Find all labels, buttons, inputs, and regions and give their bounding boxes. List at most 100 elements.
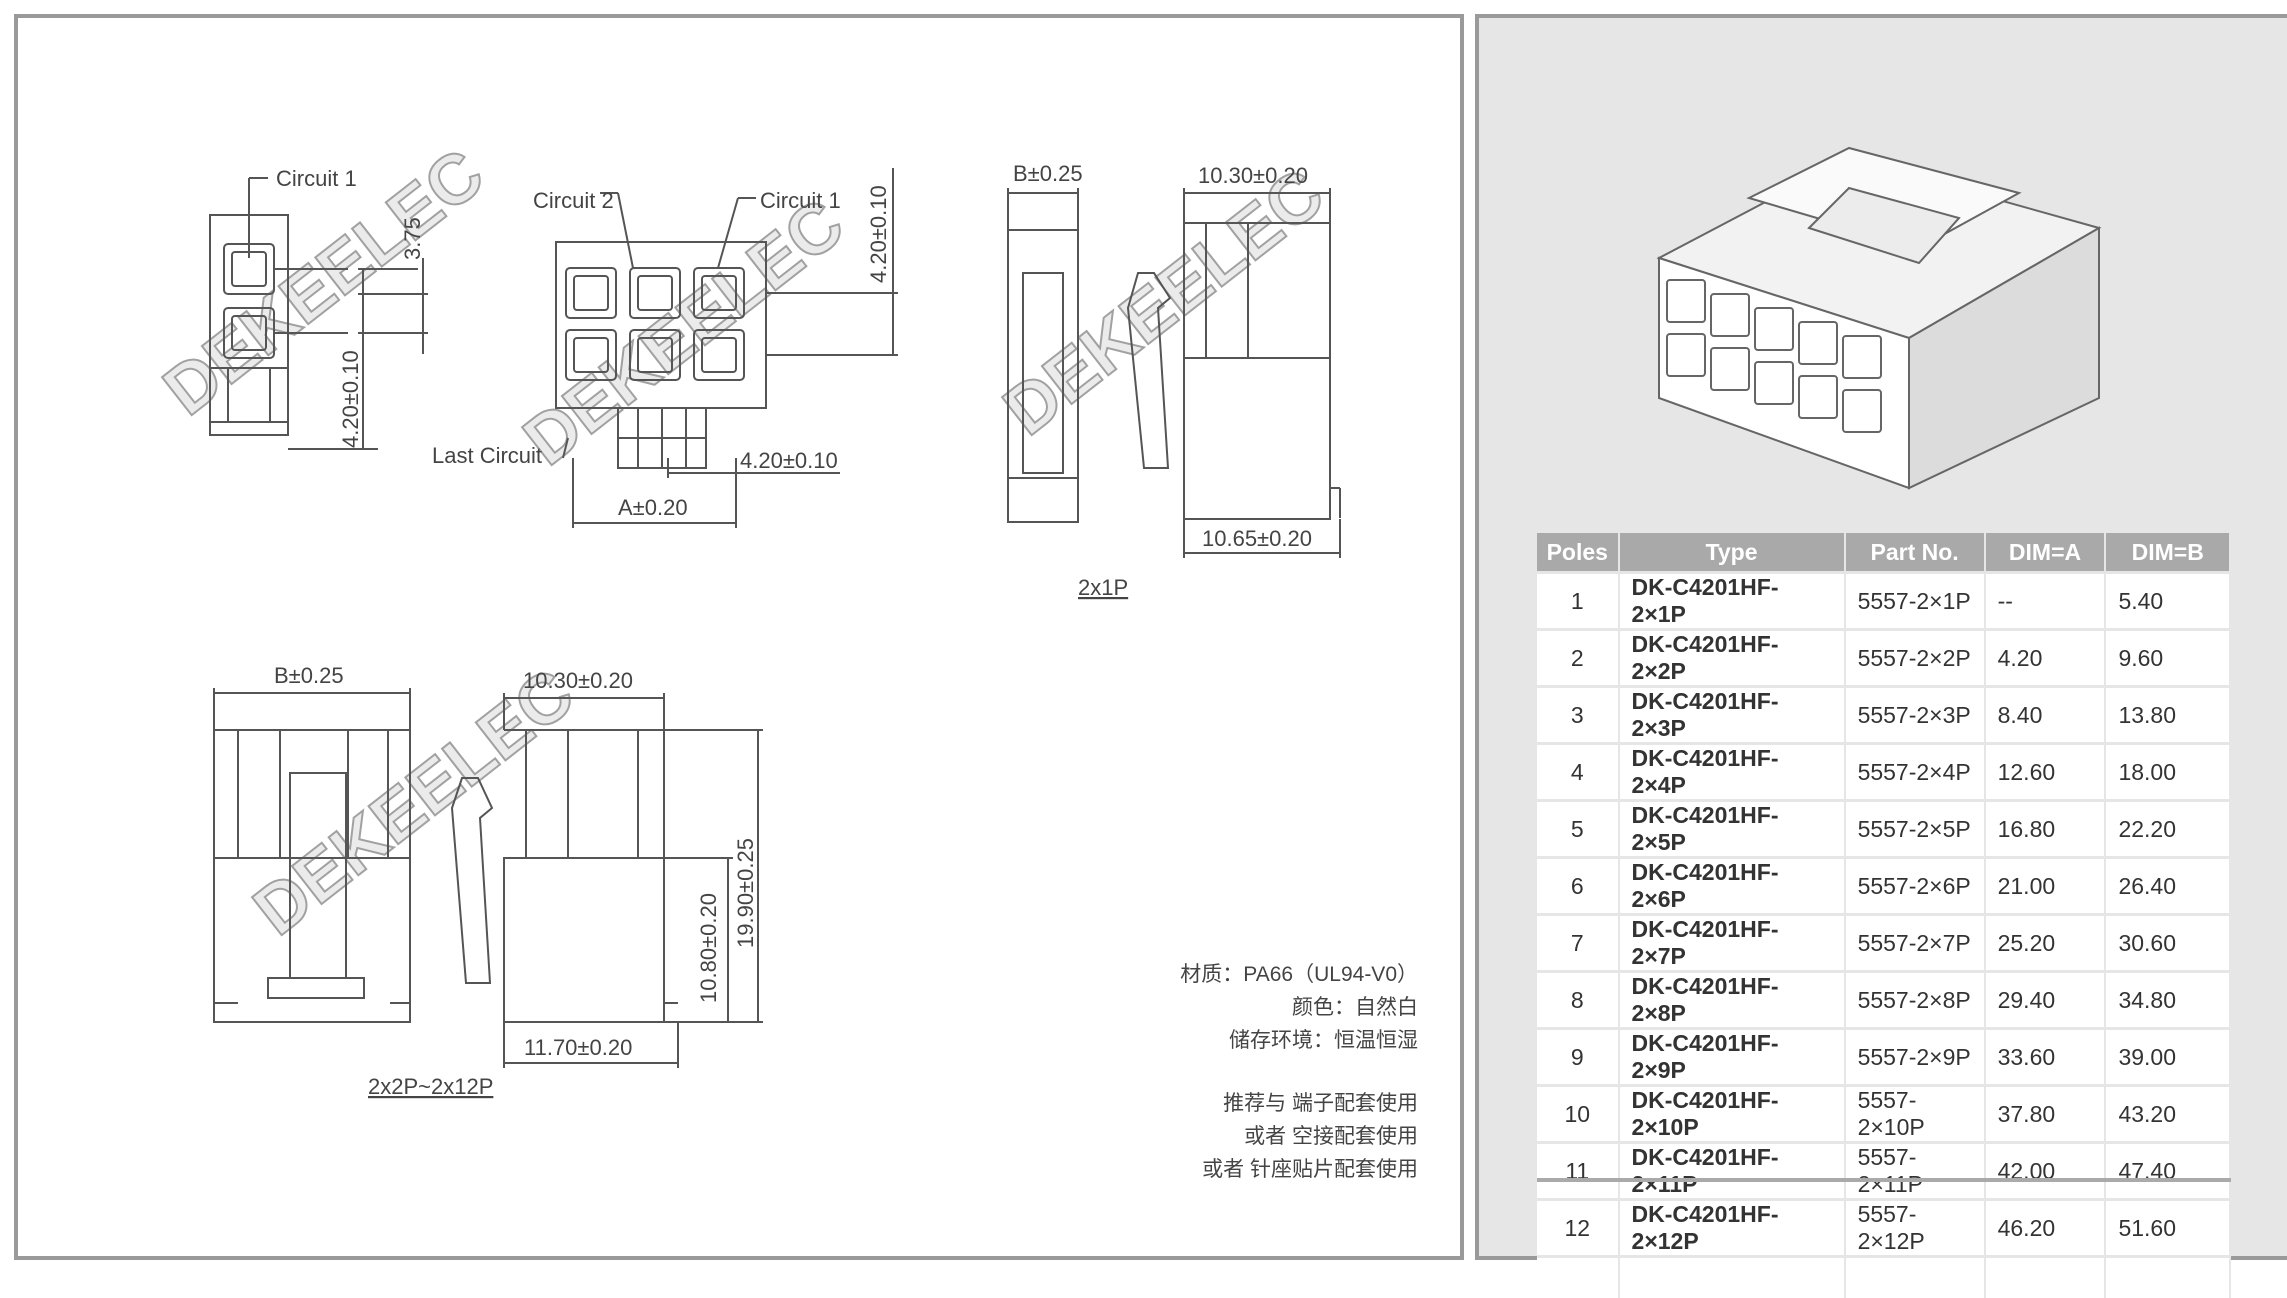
cell-poles: 1 [1537,573,1619,630]
cell-poles: 9 [1537,1029,1619,1086]
dim-bottom-v3: 10.65±0.20 [1202,526,1312,551]
cell-part-no: 5557-2×7P [1845,915,1985,972]
material-notes: 材质：PA66（UL94-V0） 颜色：自然白 储存环境：恒温恒湿 推荐与 端子… [1098,958,1418,1186]
cell-part-no: 5557-2×3P [1845,687,1985,744]
empty-cell [1537,1257,1619,1298]
dim-height-total: 19.90±0.25 [733,838,758,948]
cell-poles: 10 [1537,1086,1619,1143]
cell-part-no: 5557-2×8P [1845,972,1985,1029]
table-row-empty [1537,1257,2230,1298]
cell-dim-b: 13.80 [2105,687,2230,744]
col-poles: Poles [1537,533,1619,573]
dim-b-v3: B±0.25 [1013,161,1083,186]
cell-dim-b: 34.80 [2105,972,2230,1029]
note-material: 材质：PA66（UL94-V0） [1098,958,1418,991]
caption-2x2p-12p: 2x2P~2x12P [368,1074,493,1099]
cell-part-no: 5557-2×9P [1845,1029,1985,1086]
cell-dim-b: 39.00 [2105,1029,2230,1086]
note-color: 颜色：自然白 [1098,991,1418,1024]
table-row: 2 DK-C4201HF-2×2P 5557-2×2P 4.20 9.60 [1537,630,2230,687]
dim-height-v1: 4.20±0.10 [338,350,363,448]
cell-type: DK-C4201HF-2×3P [1619,687,1845,744]
cell-dim-a: 42.00 [1985,1143,2106,1200]
watermark-group: DEKEELEC DEKEELEC DEKEELEC DEKEELEC [149,134,1337,950]
cell-dim-a: 8.40 [1985,687,2106,744]
circuit1-label-v2: Circuit 1 [760,188,841,213]
note-recommend3: 或者 针座贴片配套使用 [1098,1153,1418,1186]
note-recommend1: 推荐与 端子配套使用 [1098,1087,1418,1120]
dim-vertical-v2: 4.20±0.10 [866,185,891,283]
cell-dim-b: 26.40 [2105,858,2230,915]
cell-dim-b: 51.60 [2105,1200,2230,1257]
caption-2x1p: 2x1P [1078,575,1128,600]
cell-part-no: 5557-2×2P [1845,630,1985,687]
circuit2-label: Circuit 2 [533,188,614,213]
cell-type: DK-C4201HF-2×10P [1619,1086,1845,1143]
cell-dim-b: 47.40 [2105,1143,2230,1200]
cell-part-no: 5557-2×4P [1845,744,1985,801]
cell-type: DK-C4201HF-2×9P [1619,1029,1845,1086]
cell-type: DK-C4201HF-2×4P [1619,744,1845,801]
cell-dim-a: 4.20 [1985,630,2106,687]
cell-dim-a: 16.80 [1985,801,2106,858]
cell-type: DK-C4201HF-2×12P [1619,1200,1845,1257]
table-row: 8 DK-C4201HF-2×8P 5557-2×8P 29.40 34.80 [1537,972,2230,1029]
watermark: DEKEELEC [509,184,857,480]
cell-dim-a: 33.60 [1985,1029,2106,1086]
last-circuit-label: Last Circuit [432,443,542,468]
table-row: 5 DK-C4201HF-2×5P 5557-2×5P 16.80 22.20 [1537,801,2230,858]
dim-depth-v3: 10.30±0.20 [1198,163,1308,188]
cell-dim-b: 5.40 [2105,573,2230,630]
cell-dim-a: 46.20 [1985,1200,2106,1257]
cell-type: DK-C4201HF-2×1P [1619,573,1845,630]
table-row: 1 DK-C4201HF-2×1P 5557-2×1P -- 5.40 [1537,573,2230,630]
cell-dim-a: 21.00 [1985,858,2106,915]
cell-part-no: 5557-2×12P [1845,1200,1985,1257]
cell-part-no: 5557-2×5P [1845,801,1985,858]
empty-cell [1619,1257,1845,1298]
cell-part-no: 5557-2×1P [1845,573,1985,630]
cell-poles: 5 [1537,801,1619,858]
table-row: 11 DK-C4201HF-2×11P 5557-2×11P 42.00 47.… [1537,1143,2230,1200]
cell-poles: 6 [1537,858,1619,915]
dim-pitch-small: 3.75 [400,217,425,260]
table-bottom-rule [1537,1178,2231,1182]
spec-panel: DEKEELEC Po [1475,14,2287,1260]
table-row: 10 DK-C4201HF-2×10P 5557-2×10P 37.80 43.… [1537,1086,2230,1143]
table-row: 12 DK-C4201HF-2×12P 5557-2×12P 46.20 51.… [1537,1200,2230,1257]
connector-3d-illustration: DEKEELEC [1479,18,2287,498]
dim-height-body: 10.80±0.20 [696,893,721,1003]
cell-type: DK-C4201HF-2×2P [1619,630,1845,687]
empty-cell [2105,1257,2230,1298]
circuit1-label: Circuit 1 [276,166,357,191]
table-row: 7 DK-C4201HF-2×7P 5557-2×7P 25.20 30.60 [1537,915,2230,972]
table-row: 6 DK-C4201HF-2×6P 5557-2×6P 21.00 26.40 [1537,858,2230,915]
cell-type: DK-C4201HF-2×5P [1619,801,1845,858]
table-row: 9 DK-C4201HF-2×9P 5557-2×9P 33.60 39.00 [1537,1029,2230,1086]
view-2x3p-front [556,168,898,528]
cell-dim-a: 37.80 [1985,1086,2106,1143]
cell-dim-b: 22.20 [2105,801,2230,858]
col-type: Type [1619,533,1845,573]
cell-dim-b: 30.60 [2105,915,2230,972]
col-dim-b: DIM=B [2105,533,2230,573]
cell-dim-a: 12.60 [1985,744,2106,801]
empty-cell [1845,1257,1985,1298]
cell-dim-b: 9.60 [2105,630,2230,687]
table-row: 4 DK-C4201HF-2×4P 5557-2×4P 12.60 18.00 [1537,744,2230,801]
cell-dim-b: 43.20 [2105,1086,2230,1143]
dim-depth-v4: 10.30±0.20 [523,668,633,693]
cell-poles: 11 [1537,1143,1619,1200]
cell-poles: 12 [1537,1200,1619,1257]
cell-part-no: 5557-2×10P [1845,1086,1985,1143]
dim-bottom-v4: 11.70±0.20 [524,1035,632,1060]
dim-a: A±0.20 [618,495,688,520]
cell-poles: 7 [1537,915,1619,972]
drawing-panel: DEKEELEC DEKEELEC DEKEELEC DEKEELEC [14,14,1464,1260]
cell-poles: 8 [1537,972,1619,1029]
cell-dim-b: 18.00 [2105,744,2230,801]
cell-dim-a: 25.20 [1985,915,2106,972]
cell-type: DK-C4201HF-2×8P [1619,972,1845,1029]
cell-poles: 3 [1537,687,1619,744]
